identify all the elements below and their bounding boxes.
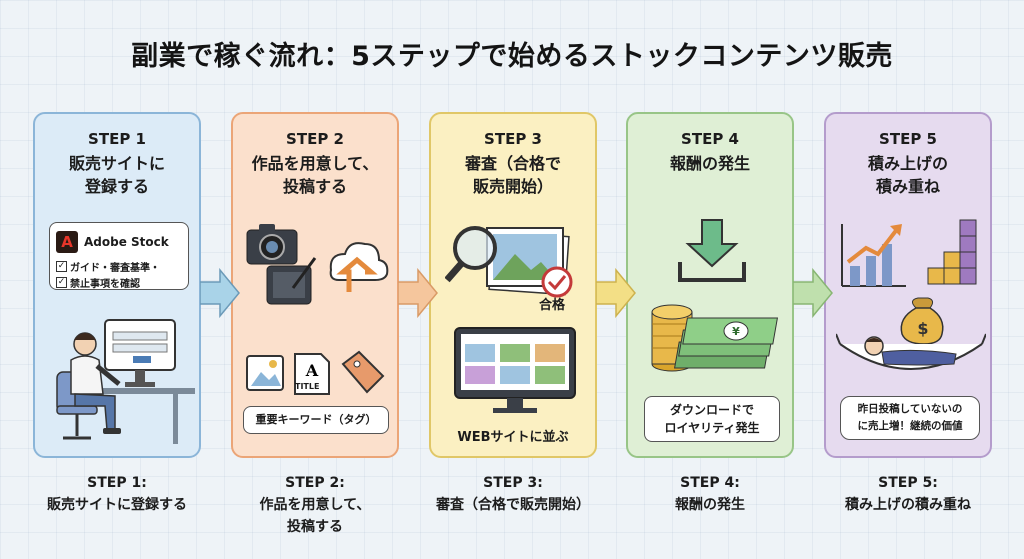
money-bag-icon: $: [900, 297, 944, 345]
magnifier-photos-icon: [445, 226, 573, 298]
adobe-stock-panel: A Adobe Stock ✓ ガイド・審査基準・ ✓ 禁止事項を確認: [49, 222, 189, 290]
banknotes-icon: ¥: [674, 317, 779, 369]
step-number: STEP 3: [484, 130, 542, 148]
svg-text:A: A: [305, 361, 319, 380]
svg-text:$: $: [917, 319, 928, 338]
arrow-right-icon: [200, 268, 240, 318]
caption-step-1: STEP 1: 販売サイトに登録する: [17, 472, 217, 516]
step-title: 積み上げの 積み重ね: [826, 152, 990, 198]
step-title-line: 積み上げの: [867, 154, 948, 173]
step-title: 作品を用意して、 投稿する: [233, 152, 397, 198]
royalty-text-line: ダウンロードで: [669, 403, 754, 417]
image-icon: [246, 355, 284, 391]
caption-line: 作品を用意して、: [259, 497, 371, 513]
step-title: 審査（合格で 販売開始）: [431, 152, 595, 198]
step-card-2: STEP 2 作品を用意して、 投稿する: [231, 112, 399, 458]
monitor-user-icon: [56, 319, 195, 444]
step-number: STEP 1: [88, 130, 146, 148]
coins-banknotes-icon: ¥: [651, 304, 779, 372]
caption-step-5: STEP 5: 積み上げの積み重ね: [808, 472, 1008, 516]
cube-stack-icon: [927, 219, 977, 285]
caption-line: STEP 5:: [878, 475, 938, 491]
step-number: STEP 2: [286, 130, 344, 148]
caption-line: 報酬の発生: [675, 497, 745, 513]
growth-chart-icon: [841, 224, 906, 287]
step-title-line: 登録する: [84, 177, 149, 196]
bubble-text-line: に売上増！継続の価値: [857, 420, 963, 432]
step-title-line: 作品を用意して、: [251, 154, 379, 173]
title-file-icon: A: [294, 353, 330, 395]
step-title-line: 投稿する: [282, 177, 347, 196]
checklist-item: ✓ ガイド・審査基準・: [56, 261, 160, 274]
checkbox-icon: ✓: [56, 261, 67, 272]
caption-line: STEP 2:: [285, 475, 345, 491]
step-card-5: STEP 5 積み上げの 積み重ね $: [824, 112, 992, 458]
caption-step-3: STEP 3: 審査（合格で販売開始）: [413, 472, 613, 516]
adobe-logo-icon: A: [56, 231, 78, 253]
step-number: STEP 5: [879, 130, 937, 148]
caption-line: 積み上げの積み重ね: [845, 497, 971, 513]
keyword-box: 重要キーワード（タグ）: [243, 406, 389, 434]
royalty-text-line: ロイヤリティ発生: [664, 421, 760, 435]
checkbox-icon: ✓: [56, 277, 67, 288]
step-title-line: 審査（合格で: [464, 154, 561, 173]
caption-line: STEP 3:: [483, 475, 543, 491]
caption-line: 投稿する: [287, 519, 343, 535]
step-title-line: 報酬の発生: [669, 154, 750, 173]
step-title-line: 積み重ね: [875, 177, 940, 196]
cloud-upload-icon: [329, 242, 389, 292]
speech-bubble: 昨日投稿していないの に売上増！継続の価値: [840, 396, 980, 440]
image-title-tag-icons: A: [246, 350, 385, 395]
step-title-line: 販売サイトに: [68, 154, 165, 173]
step-title-line: 販売開始）: [472, 177, 553, 196]
hammock-person-icon: $: [836, 297, 986, 370]
caption-line: STEP 1:: [87, 475, 147, 491]
download-icon: [678, 219, 746, 282]
bubble-text-line: 昨日投稿していないの: [857, 403, 963, 415]
pass-label: 合格: [539, 298, 566, 313]
title-file-label: TITLE: [295, 382, 320, 391]
page-title: 副業で稼ぐ流れ：5ステップで始めるストックコンテンツ販売: [131, 41, 893, 72]
tag-icon: [341, 350, 385, 394]
growth-chart-cubes-icon: [841, 219, 977, 287]
checklist-item: ✓ 禁止事項を確認: [56, 277, 140, 290]
pen-tablet-icon: [266, 257, 317, 305]
step-card-3: STEP 3 審査（合格で 販売開始） 合格 WEBサイトに並ぶ: [429, 112, 597, 458]
site-name: Adobe Stock: [84, 235, 169, 249]
step-number: STEP 4: [681, 130, 739, 148]
royalty-box: ダウンロードで ロイヤリティ発生: [644, 396, 780, 442]
arrow-right-icon: [793, 268, 833, 318]
step-card-1: STEP 1 販売サイトに 登録する A Adobe Stock ✓ ガイド・審…: [33, 112, 201, 458]
check-badge-icon: [541, 266, 573, 298]
arrow-right-icon: [398, 268, 438, 318]
step-title: 販売サイトに 登録する: [35, 152, 199, 198]
caption-step-4: STEP 4: 報酬の発生: [610, 472, 810, 516]
caption-line: 審査（合格で販売開始）: [436, 497, 590, 513]
web-gallery-monitor-icon: [454, 327, 576, 413]
step-title: 報酬の発生: [628, 152, 792, 175]
web-label: WEBサイトに並ぶ: [457, 430, 569, 445]
camera-tablet-upload-icons: [246, 224, 389, 305]
arrow-right-icon: [596, 268, 636, 318]
svg-text:¥: ¥: [732, 325, 740, 338]
camera-icon: [246, 224, 298, 265]
caption-line: 販売サイトに登録する: [47, 497, 187, 513]
caption-step-2: STEP 2: 作品を用意して、 投稿する: [215, 472, 415, 538]
caption-line: STEP 4:: [680, 475, 740, 491]
step-card-4: STEP 4 報酬の発生 ¥ ダウンロードで ロイヤリティ発生: [626, 112, 794, 458]
